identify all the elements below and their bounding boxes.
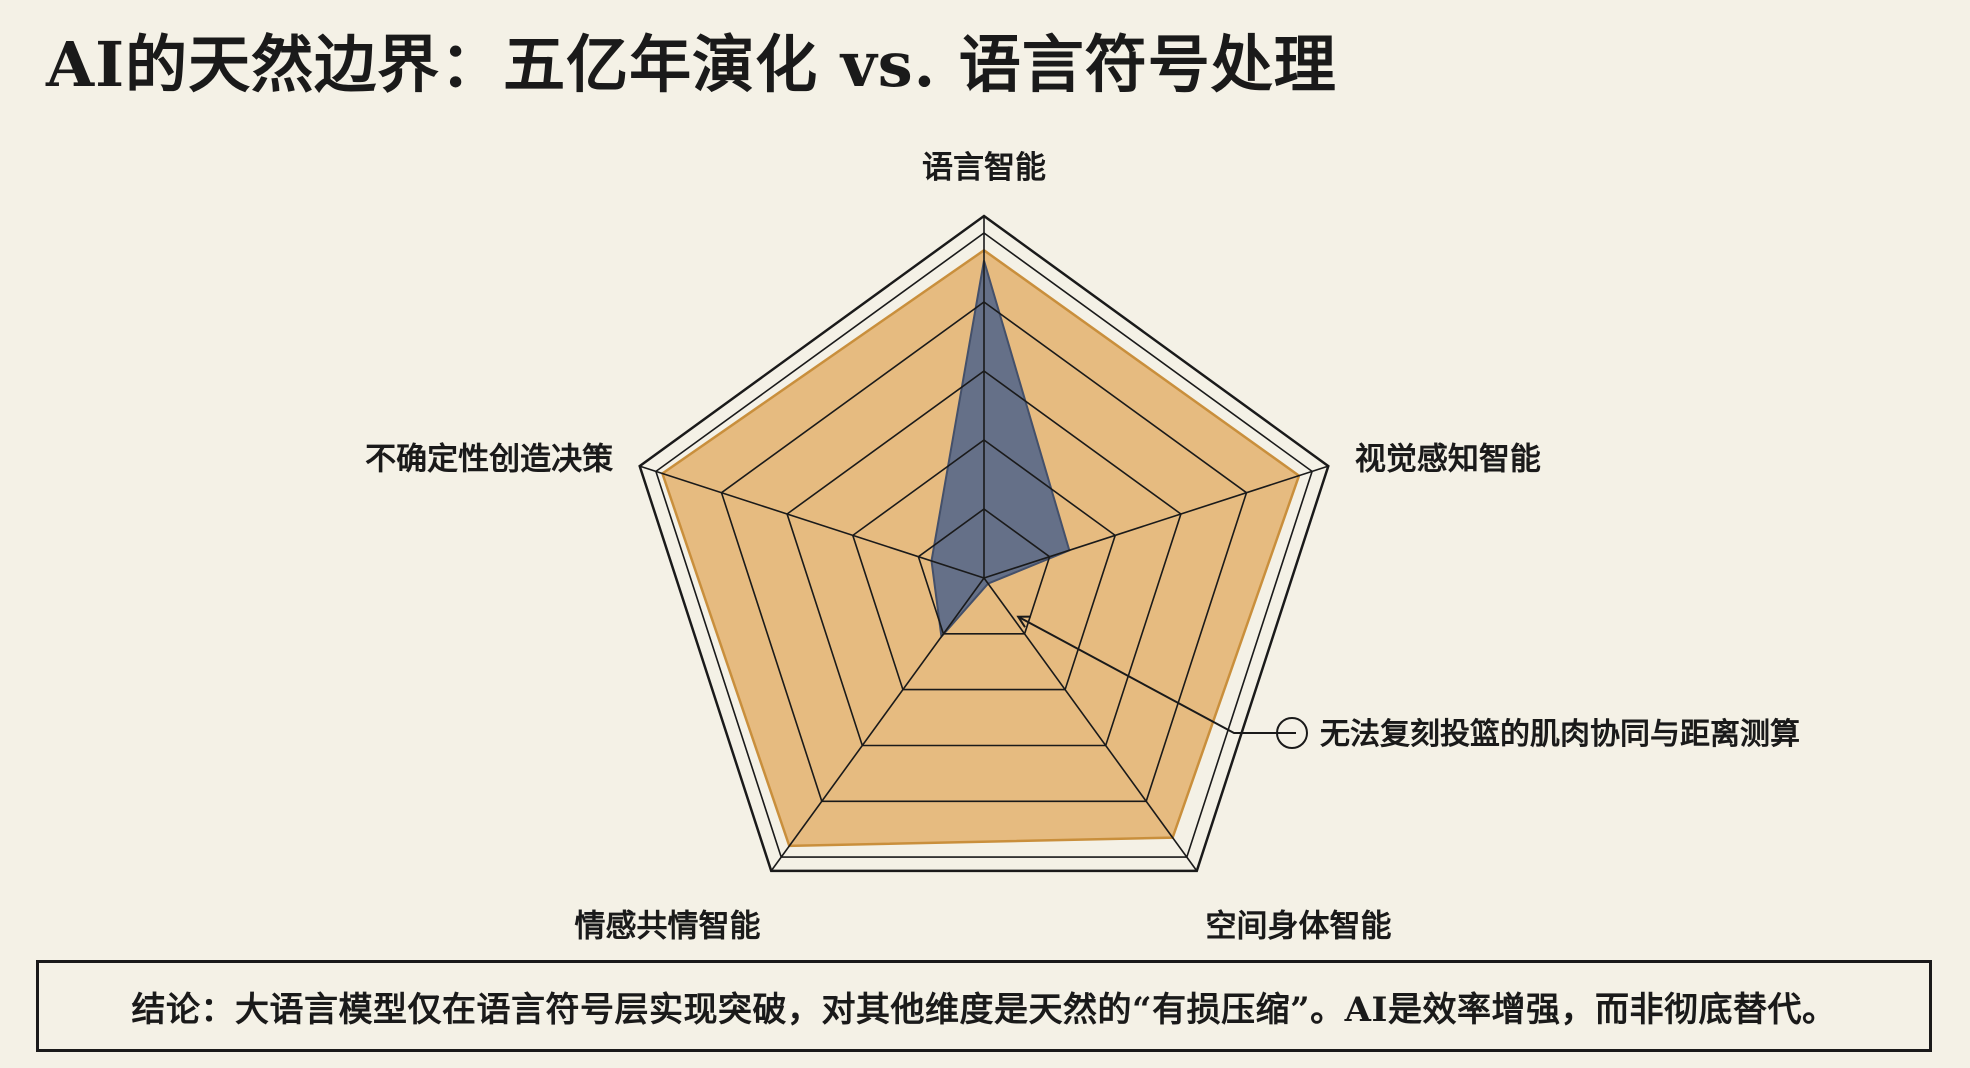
radar-grid-ring-2 (851, 439, 1117, 691)
annotation-arrow-1 (1018, 617, 1277, 734)
radar-grid-ring-3 (786, 370, 1182, 747)
radar-grid-ring-4 (720, 301, 1248, 803)
axis-label-5: 不确定性创造决策 (365, 441, 613, 477)
radar-series-2-area (930, 260, 1071, 639)
page-title: AI的天然边界：五亿年演化 vs. 语言符号处理 (46, 28, 1337, 101)
axis-label-4: 情感共情智能 (575, 908, 761, 944)
conclusion-text: 结论：大语言模型仅在语言符号层实现突破，对其他维度是天然的“有损压缩”。AI是效… (131, 989, 1837, 1030)
radar-grid-ring-5 (654, 232, 1314, 858)
axis-label-3: 空间身体智能 (1206, 908, 1392, 944)
conclusion-box: 结论：大语言模型仅在语言符号层实现突破，对其他维度是天然的“有损压缩”。AI是效… (36, 960, 1932, 1052)
radar-spoke-4 (770, 577, 985, 872)
axis-label-1: 语言智能 (922, 150, 1046, 186)
radar-grid-ring-1 (917, 508, 1051, 635)
annotation-text-1: 无法复刻投篮的肌肉协同与距离测算 (1320, 717, 1800, 752)
radar-spoke-5 (639, 465, 985, 579)
axis-label-2: 视觉感知智能 (1355, 441, 1541, 477)
radar-outer-frame (638, 214, 1330, 873)
radar-spoke-2 (983, 465, 1329, 579)
